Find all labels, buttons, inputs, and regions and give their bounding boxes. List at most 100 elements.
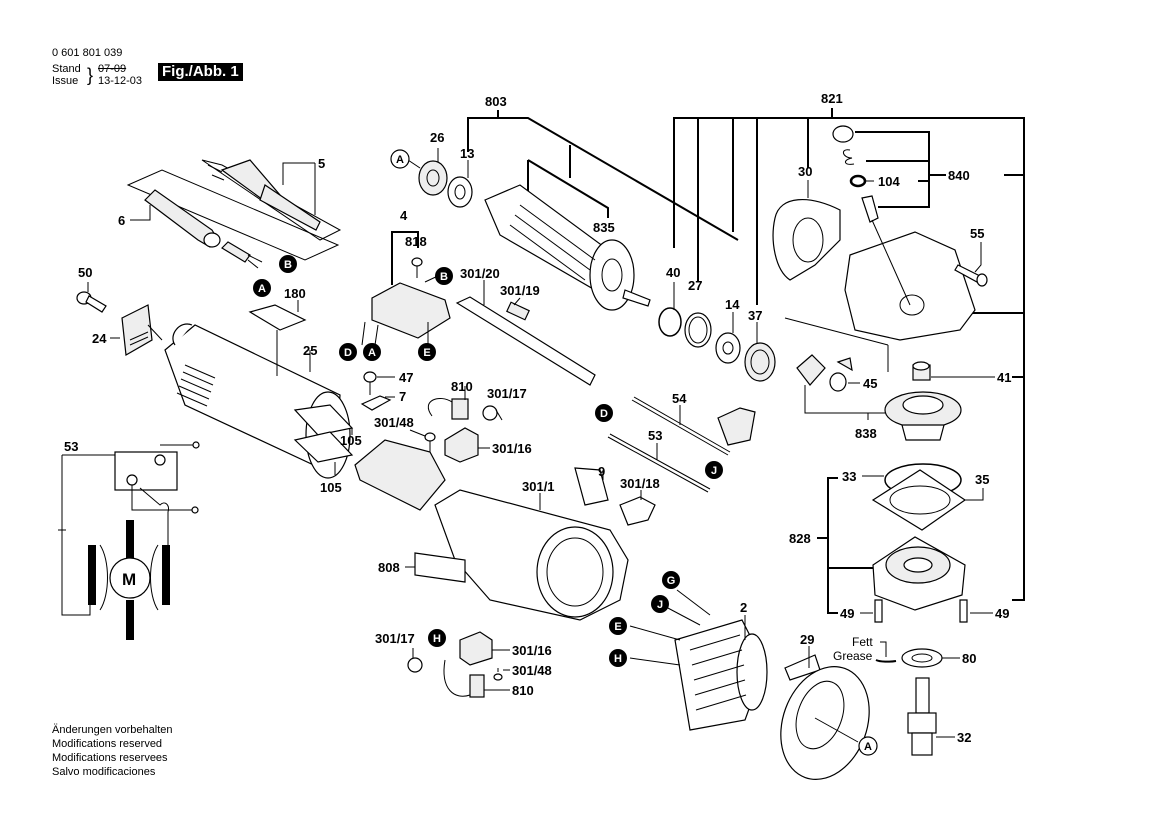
wire-54 xyxy=(631,396,731,456)
label-301-20: 301/20 xyxy=(460,266,500,281)
label-7: 7 xyxy=(399,389,406,404)
marker-h-text: H xyxy=(614,653,622,665)
brush-holder-301-16-lower xyxy=(459,631,510,666)
issue-date: 13-12-03 xyxy=(98,75,143,87)
label-30: 30 xyxy=(798,164,812,179)
label-301-18: 301/18 xyxy=(620,476,660,491)
motor-symbol: M xyxy=(122,570,136,589)
label-6: 6 xyxy=(118,213,125,228)
washer-80 xyxy=(901,648,960,668)
marker-h-text: H xyxy=(433,633,441,645)
screw-301-48 xyxy=(409,429,436,452)
contact-7 xyxy=(360,395,395,411)
label-49b: 49 xyxy=(995,606,1009,621)
switch-lever-301-20 xyxy=(455,280,596,386)
marker-d-text: D xyxy=(600,408,608,420)
label-301-1: 301/1 xyxy=(522,479,555,494)
spring-301-17-lower xyxy=(407,648,423,673)
brush-holder-301-16 xyxy=(444,427,490,463)
label-301-16b: 301/16 xyxy=(512,643,552,658)
grease-note xyxy=(875,641,897,663)
guard-29 xyxy=(780,646,870,780)
label-27: 27 xyxy=(688,278,702,293)
bevel-gear-838 xyxy=(867,391,962,441)
cord-sleeve-part xyxy=(130,189,221,248)
marker-H-brush: H xyxy=(428,629,446,647)
label-80: 80 xyxy=(962,651,976,666)
label-sticker-9 xyxy=(574,467,609,506)
screw-50 xyxy=(76,282,107,313)
marker-e-text: E xyxy=(423,347,430,359)
bearing-13 xyxy=(447,160,473,208)
bushing-41 xyxy=(912,361,995,381)
brush-holder-4 xyxy=(361,231,451,346)
bracket-803 xyxy=(467,110,739,241)
marker-D-holder: D xyxy=(339,343,357,361)
screw-49-left xyxy=(860,599,883,623)
label-835: 835 xyxy=(593,220,615,235)
label-301-48b: 301/48 xyxy=(512,663,552,678)
marker-J-coil: J xyxy=(651,595,669,613)
fett-label: Fett xyxy=(852,635,873,649)
marker-A-outline-top: A xyxy=(390,149,410,169)
marker-D-wire: D xyxy=(595,404,613,422)
ring-27 xyxy=(684,312,712,348)
pinion-gear xyxy=(784,317,889,414)
marker-A-outline-bottom: A xyxy=(858,736,878,756)
guard-30 xyxy=(772,180,841,281)
label-301-16a: 301/16 xyxy=(492,441,532,456)
label-808: 808 xyxy=(378,560,400,575)
switch-button-301-18 xyxy=(619,490,656,526)
label-25: 25 xyxy=(303,343,317,358)
label-838: 838 xyxy=(855,426,877,441)
gear-housing-301-1 xyxy=(434,489,629,621)
label-53: 53 xyxy=(648,428,662,443)
brush-block xyxy=(717,407,756,446)
label-53-wiring: 53 xyxy=(64,439,78,454)
marker-a-text: A xyxy=(864,741,872,753)
marker-G-coil: G xyxy=(662,571,680,589)
gasket-35 xyxy=(871,469,984,531)
marker-A-cord: A xyxy=(253,279,271,297)
spindle-32 xyxy=(907,677,955,756)
label-47: 47 xyxy=(399,370,413,385)
label-sticker-105 xyxy=(293,404,354,475)
label-26: 26 xyxy=(430,130,444,145)
gear-head-housing xyxy=(844,219,976,341)
lock-button-group-840 xyxy=(832,125,946,223)
label-821: 821 xyxy=(821,91,843,106)
label-105b: 105 xyxy=(320,480,342,495)
label-50: 50 xyxy=(78,265,92,280)
label-301-17a: 301/17 xyxy=(487,386,527,401)
marker-e-text: E xyxy=(614,621,621,633)
label-180: 180 xyxy=(284,286,306,301)
marker-H-coil: H xyxy=(609,649,627,667)
marker-B-cord: B xyxy=(279,255,297,273)
label-2: 2 xyxy=(740,600,747,615)
bracket-828 xyxy=(817,477,873,614)
screw-47 xyxy=(363,371,395,395)
label-35: 35 xyxy=(975,472,989,487)
label-41: 41 xyxy=(997,370,1011,385)
bearing-26 xyxy=(407,148,448,196)
label-49a: 49 xyxy=(840,606,854,621)
label-810a: 810 xyxy=(451,379,473,394)
label-301-48a: 301/48 xyxy=(374,415,414,430)
cable-clamp-24 xyxy=(110,304,163,356)
carbon-brush-810 xyxy=(427,386,469,420)
retaining-ring-40 xyxy=(658,282,682,337)
brace: } xyxy=(87,65,94,85)
marker-b-text: B xyxy=(440,271,448,283)
switch-base xyxy=(354,439,446,511)
label-sticker-180 xyxy=(248,300,307,376)
armature-835 xyxy=(484,184,651,311)
marker-A-holder: A xyxy=(363,343,381,361)
label-840: 840 xyxy=(948,168,970,183)
label-105a: 105 xyxy=(340,433,362,448)
spring-301-17 xyxy=(482,405,503,421)
screw-301-48-lower xyxy=(493,668,510,681)
screw-55 xyxy=(954,242,988,287)
label-301-19: 301/19 xyxy=(500,283,540,298)
marker-B-holder: B xyxy=(435,267,453,285)
